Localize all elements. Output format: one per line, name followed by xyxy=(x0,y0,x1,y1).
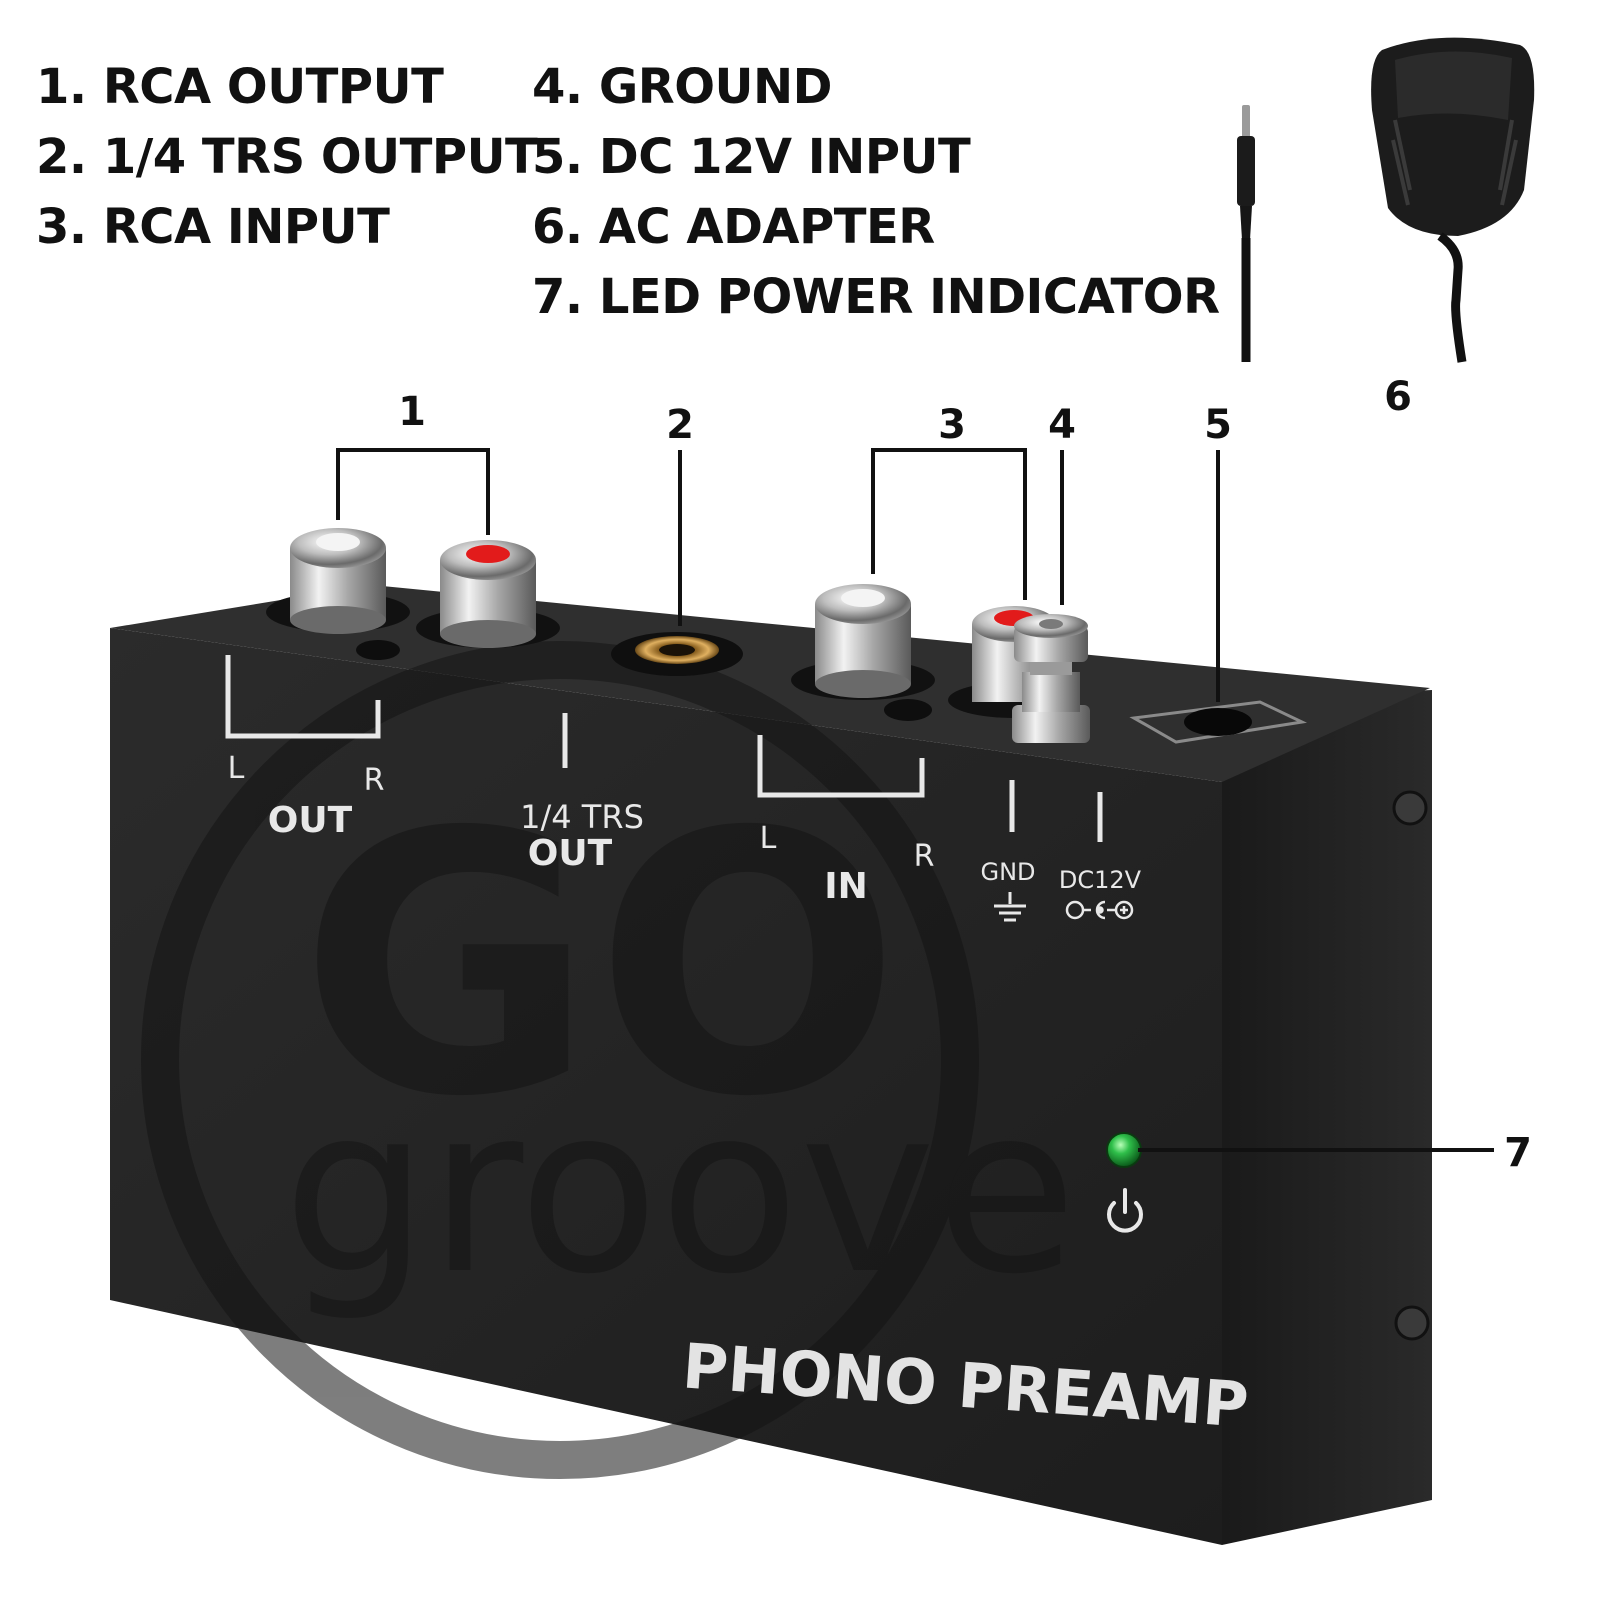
dc-plug-cable xyxy=(1237,105,1255,362)
callout-3: 3 xyxy=(938,402,966,448)
callout-lines xyxy=(336,448,1494,1152)
label-dc: DC12V xyxy=(1059,866,1142,894)
label-out: OUT xyxy=(268,800,353,841)
rca-output-left-jack[interactable] xyxy=(266,528,410,634)
label-out-right: R xyxy=(364,763,385,798)
label-trs-line2: OUT xyxy=(528,833,613,874)
label-in-left: L xyxy=(760,821,777,856)
label-in: IN xyxy=(824,866,868,907)
label-out-left: L xyxy=(228,751,245,786)
ground-symbol-icon xyxy=(994,892,1026,922)
svg-text:GO: GO xyxy=(299,756,901,1175)
screw-icon xyxy=(1394,1305,1430,1341)
callout-1: 1 xyxy=(398,389,426,435)
panel-markings xyxy=(225,655,1103,842)
rca-input-left-jack[interactable] xyxy=(791,584,935,700)
led-power-indicator xyxy=(1106,1132,1142,1168)
screw-icon xyxy=(1392,790,1428,826)
trs-output-jack[interactable] xyxy=(611,632,743,676)
legend-column-left: 1. RCA OUTPUT 2. 1/4 TRS OUTPUT 3. RCA I… xyxy=(36,52,538,262)
label-trs-line1: 1/4 TRS xyxy=(520,798,644,836)
callout-7: 7 xyxy=(1504,1130,1532,1176)
callout-5: 5 xyxy=(1204,402,1232,448)
device-side-face xyxy=(1222,690,1432,1545)
callout-2: 2 xyxy=(666,402,694,448)
power-icon xyxy=(1107,1188,1143,1233)
legend-item-trs-output: 2. 1/4 TRS OUTPUT xyxy=(36,129,538,185)
ac-adapter xyxy=(1371,37,1535,363)
label-in-right: R xyxy=(914,839,935,874)
ground-terminal[interactable] xyxy=(1012,614,1090,743)
legend-item-dc-input: 5. DC 12V INPUT xyxy=(532,129,971,185)
legend-item-rca-input: 3. RCA INPUT xyxy=(36,199,390,255)
legend-item-ac-adapter: 6. AC ADAPTER xyxy=(532,199,935,255)
legend-item-ground: 4. GROUND xyxy=(532,59,832,115)
callout-4: 4 xyxy=(1048,402,1076,448)
svg-text:groove: groove xyxy=(283,1058,1078,1325)
dc-input-jack[interactable] xyxy=(1129,700,1308,744)
nut-icon xyxy=(356,640,400,660)
rca-output-right-jack[interactable] xyxy=(416,540,560,648)
legend-item-rca-output: 1. RCA OUTPUT xyxy=(36,59,444,115)
legend-item-led-indicator: 7. LED POWER INDICATOR xyxy=(532,269,1220,325)
brand-logo: GO groove xyxy=(141,641,1078,1479)
legend-column-right: 4. GROUND 5. DC 12V INPUT 6. AC ADAPTER … xyxy=(532,52,1220,332)
nut-icon xyxy=(884,699,932,721)
dc-polarity-icon xyxy=(1065,900,1134,920)
device-front-face xyxy=(110,628,1222,1545)
label-gnd: GND xyxy=(980,858,1035,886)
callout-6: 6 xyxy=(1384,374,1412,420)
